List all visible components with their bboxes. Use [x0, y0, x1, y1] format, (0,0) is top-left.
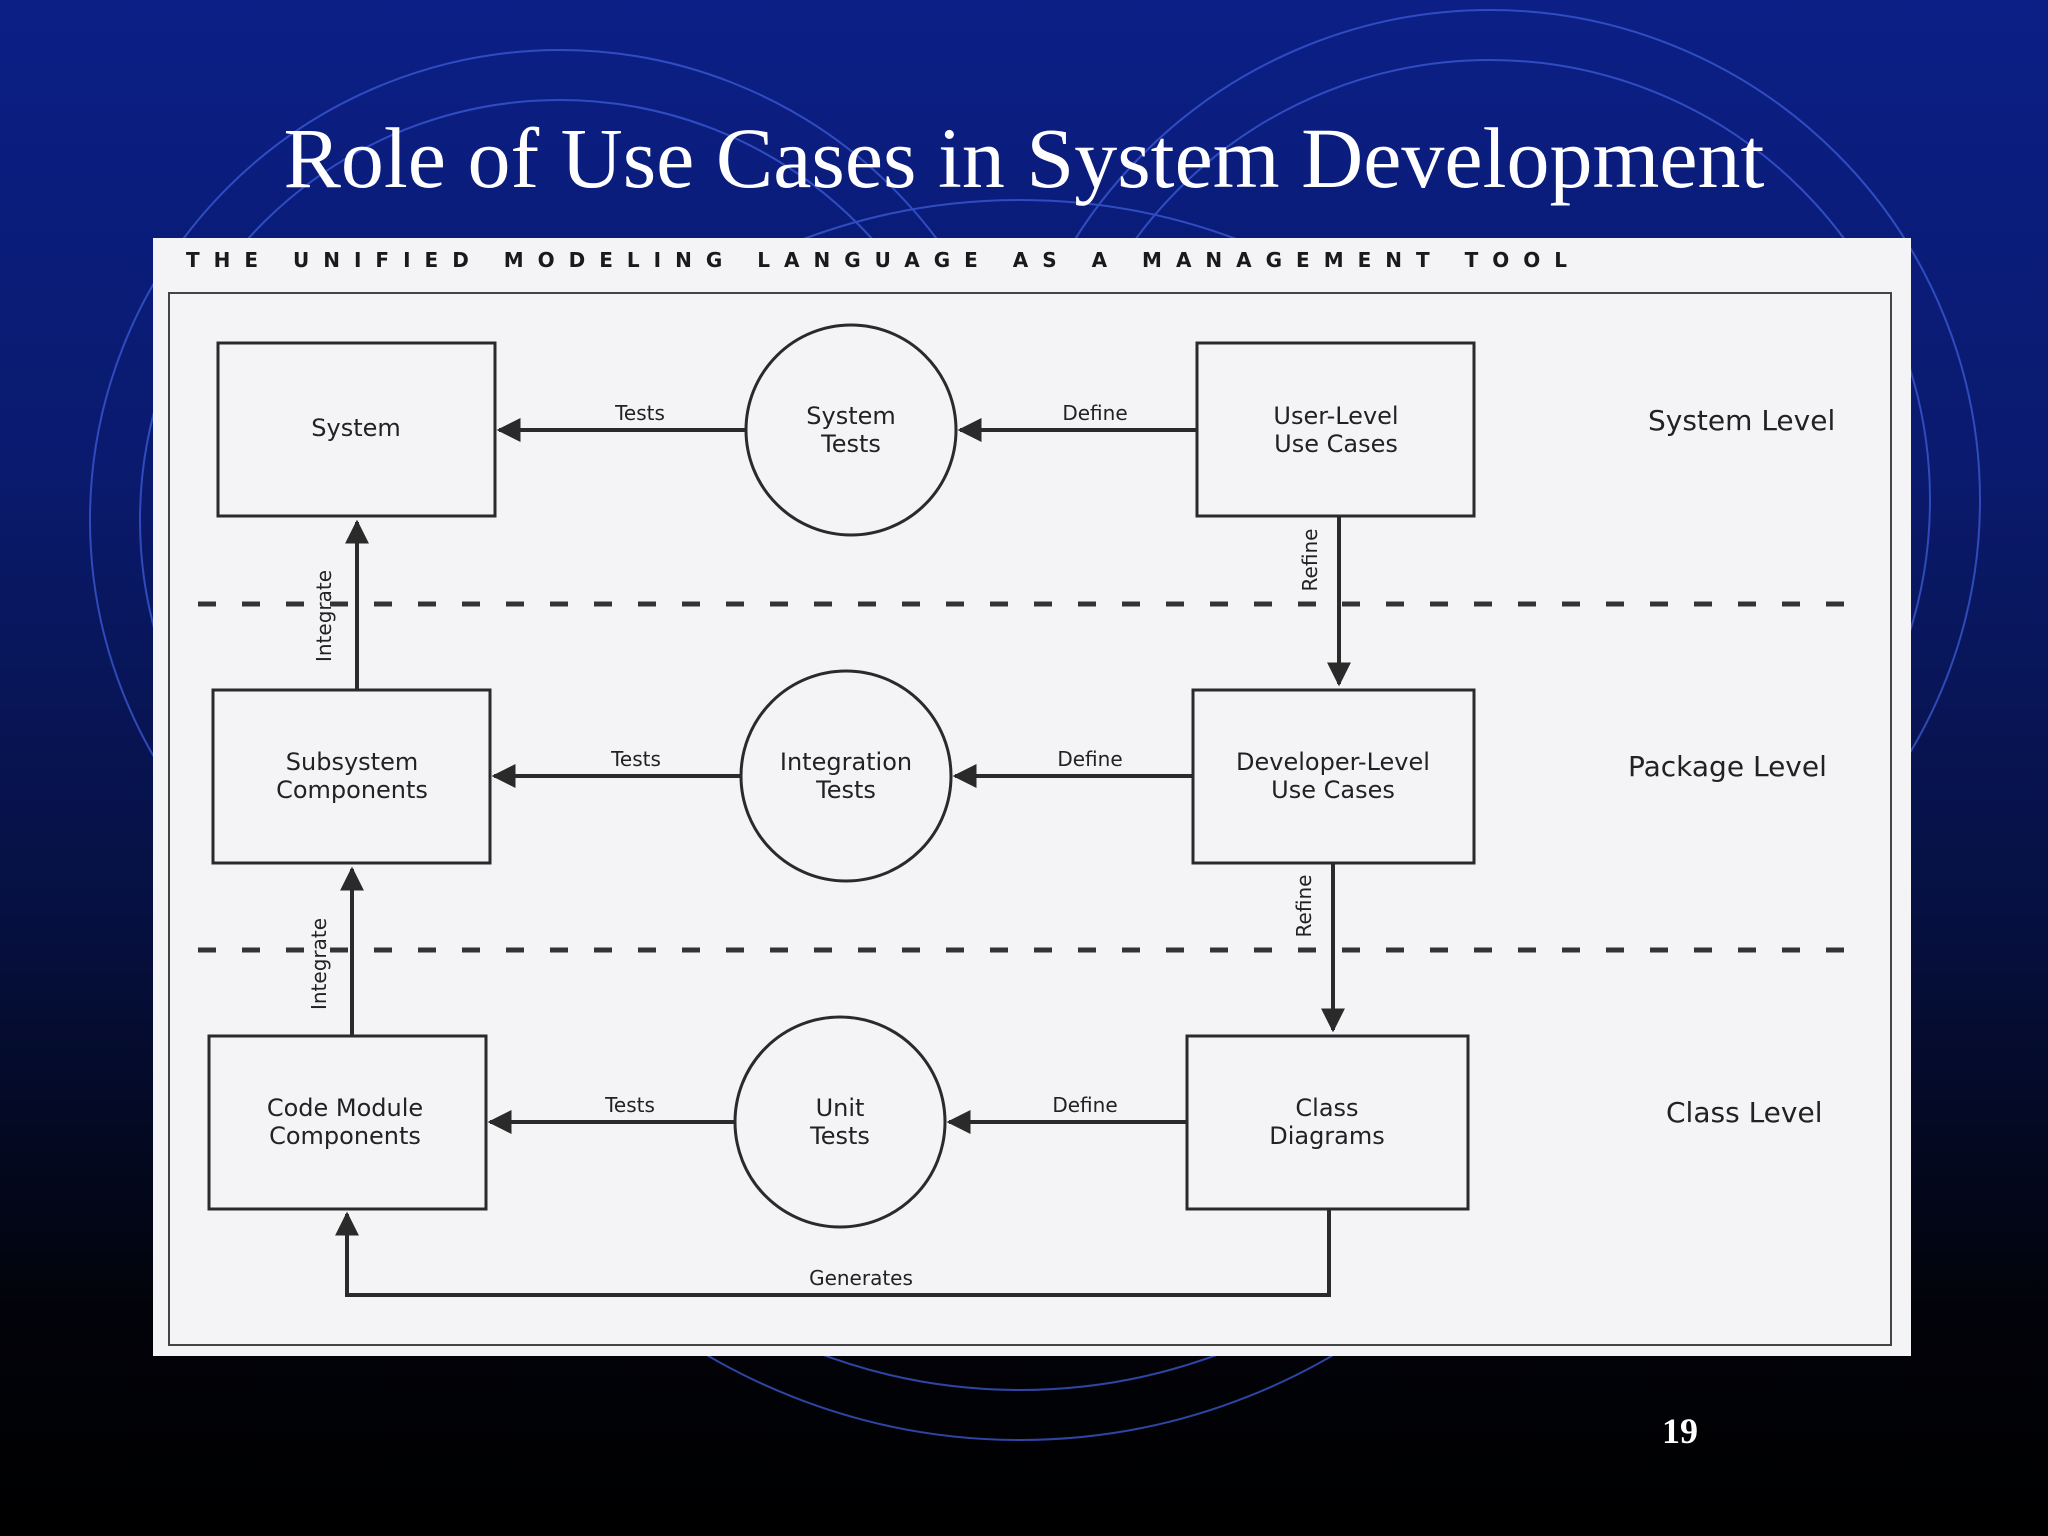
code-module-components-label-line2: Components — [269, 1122, 421, 1150]
edge-label-tests-class: Tests — [604, 1093, 655, 1117]
system-box — [216, 341, 497, 518]
subsystem-components-box — [211, 688, 492, 865]
edge-label-refine-upper: Refine — [1298, 529, 1322, 592]
integration-tests-label-line2: Tests — [815, 776, 876, 804]
diagram-panel: THE UNIFIED MODELING LANGUAGE AS A MANAG… — [153, 238, 1911, 1356]
user-level-use-cases-label-line1: User-Level — [1273, 402, 1398, 430]
system-label: System — [311, 414, 401, 442]
use-case-role-diagram: THE UNIFIED MODELING LANGUAGE AS A MANAG… — [168, 248, 1892, 1346]
page-number: 19 — [1662, 1411, 1698, 1451]
edge-label-define-system: Define — [1062, 401, 1127, 425]
unit-tests-label-line1: Unit — [816, 1094, 865, 1122]
subsystem-components-label-line1: Subsystem — [286, 748, 418, 776]
developer-level-use-cases-label-line1: Developer-Level — [1236, 748, 1430, 776]
system-level-label: System Level — [1648, 404, 1835, 437]
subsystem-components-label-line2: Components — [276, 776, 428, 804]
unit-tests-label-line2: Tests — [809, 1122, 870, 1150]
edge-label-define-package: Define — [1057, 747, 1122, 771]
arrow-generates-class-diagrams-to-code — [335, 1209, 1331, 1297]
package-level-label: Package Level — [1628, 750, 1827, 783]
edge-label-define-class: Define — [1052, 1093, 1117, 1117]
code-module-components-label-line1: Code Module — [267, 1094, 423, 1122]
integration-tests-label-line1: Integration — [780, 748, 912, 776]
class-diagrams-label-line1: Class — [1295, 1094, 1358, 1122]
class-diagrams-label-line2: Diagrams — [1269, 1122, 1385, 1150]
edge-label-refine-lower: Refine — [1292, 875, 1316, 938]
system-tests-label-line2: Tests — [820, 430, 881, 458]
user-level-use-cases-label-line2: Use Cases — [1274, 430, 1398, 458]
developer-level-use-cases-label-line2: Use Cases — [1271, 776, 1395, 804]
system-tests-label-line1: System — [806, 402, 896, 430]
edge-label-tests-package: Tests — [610, 747, 661, 771]
slide-title: Role of Use Cases in System Development — [283, 110, 1765, 206]
edge-label-generates: Generates — [809, 1266, 913, 1290]
diagram-header: THE UNIFIED MODELING LANGUAGE AS A MANAG… — [186, 248, 1581, 272]
edge-label-integrate-upper: Integrate — [312, 570, 336, 662]
code-module-components-box — [207, 1034, 488, 1211]
edge-label-tests-system: Tests — [614, 401, 665, 425]
diagram-frame — [168, 292, 1892, 1346]
class-level-label: Class Level — [1666, 1096, 1822, 1129]
edge-label-integrate-lower: Integrate — [307, 918, 331, 1010]
